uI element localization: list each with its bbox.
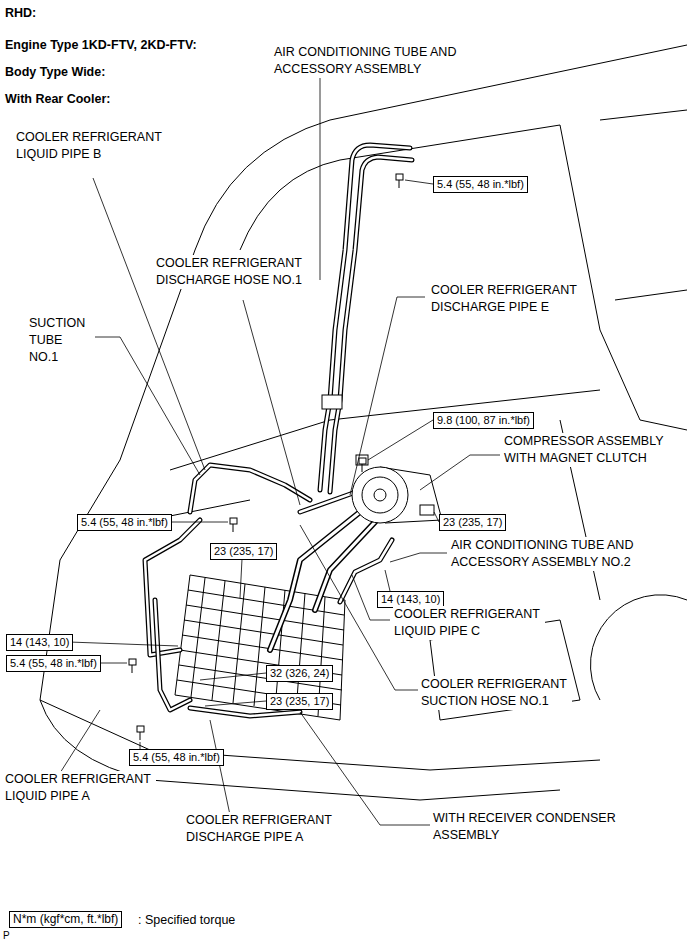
torque-box: 23 (235, 17) bbox=[266, 693, 333, 710]
torque-box: 14 (143, 10) bbox=[6, 634, 73, 651]
torque-value: 5.4 (55, 48 in.*lbf) bbox=[10, 657, 97, 669]
torque-value: 23 (235, 17) bbox=[443, 516, 502, 528]
header-text: With Rear Cooler: bbox=[4, 91, 111, 108]
part-name: : Specified torque bbox=[137, 912, 236, 929]
torque-legend-box: N*m (kgf*cm, ft.*lbf) bbox=[9, 911, 122, 928]
torque-box: 23 (235, 17) bbox=[439, 514, 506, 531]
torque-value: 14 (143, 10) bbox=[381, 593, 440, 605]
torque-box: 23 (235, 17) bbox=[210, 543, 277, 560]
header-text: Engine Type 1KD-FTV, 2KD-FTV: bbox=[4, 37, 198, 54]
part-name: COOLER REFRIGERANT SUCTION HOSE NO.1 bbox=[420, 676, 572, 710]
part-name: COOLER REFRIGERANT LIQUID PIPE C bbox=[393, 606, 545, 640]
part-name: COMPRESSOR ASSEMBLY WITH MAGNET CLUTCH bbox=[503, 433, 669, 467]
part-name: COOLER REFRIGERANT DISCHARGE PIPE E bbox=[430, 282, 582, 316]
header-text: Body Type Wide: bbox=[4, 64, 106, 81]
part-name: COOLER REFRIGERANT LIQUID PIPE A bbox=[4, 771, 156, 805]
part-name: WITH RECEIVER CONDENSER ASSEMBLY bbox=[432, 810, 621, 844]
part-name: COOLER REFRIGERANT DISCHARGE HOSE NO.1 bbox=[155, 255, 307, 289]
torque-box: 5.4 (55, 48 in.*lbf) bbox=[6, 655, 101, 672]
part-name: AIR CONDITIONING TUBE AND ACCESSORY ASSE… bbox=[273, 44, 462, 78]
torque-value: 5.4 (55, 48 in.*lbf) bbox=[81, 516, 168, 528]
part-name: COOLER REFRIGERANT DISCHARGE PIPE A bbox=[185, 812, 337, 846]
torque-box: 5.4 (55, 48 in.*lbf) bbox=[433, 176, 528, 193]
torque-box: 9.8 (100, 87 in.*lbf) bbox=[433, 412, 534, 429]
torque-value: 5.4 (55, 48 in.*lbf) bbox=[437, 178, 524, 190]
header-text: RHD: bbox=[4, 5, 37, 22]
torque-box: 5.4 (55, 48 in.*lbf) bbox=[77, 514, 172, 531]
torque-value: 9.8 (100, 87 in.*lbf) bbox=[437, 414, 530, 426]
torque-value: 14 (143, 10) bbox=[10, 636, 69, 648]
torque-value: N*m (kgf*cm, ft.*lbf) bbox=[13, 912, 118, 926]
torque-value: 23 (235, 17) bbox=[270, 695, 329, 707]
torque-value: 23 (235, 17) bbox=[214, 545, 273, 557]
torque-box: 5.4 (55, 48 in.*lbf) bbox=[129, 749, 224, 766]
torque-value: 5.4 (55, 48 in.*lbf) bbox=[133, 751, 220, 763]
torque-box: 32 (326, 24) bbox=[266, 665, 333, 682]
part-name: SUCTION TUBE NO.1 bbox=[28, 315, 91, 366]
page-mark: P bbox=[2, 930, 11, 942]
part-name: COOLER REFRIGERANT LIQUID PIPE B bbox=[15, 129, 167, 163]
part-name: AIR CONDITIONING TUBE AND ACCESSORY ASSE… bbox=[450, 537, 639, 571]
torque-value: 32 (326, 24) bbox=[270, 667, 329, 679]
